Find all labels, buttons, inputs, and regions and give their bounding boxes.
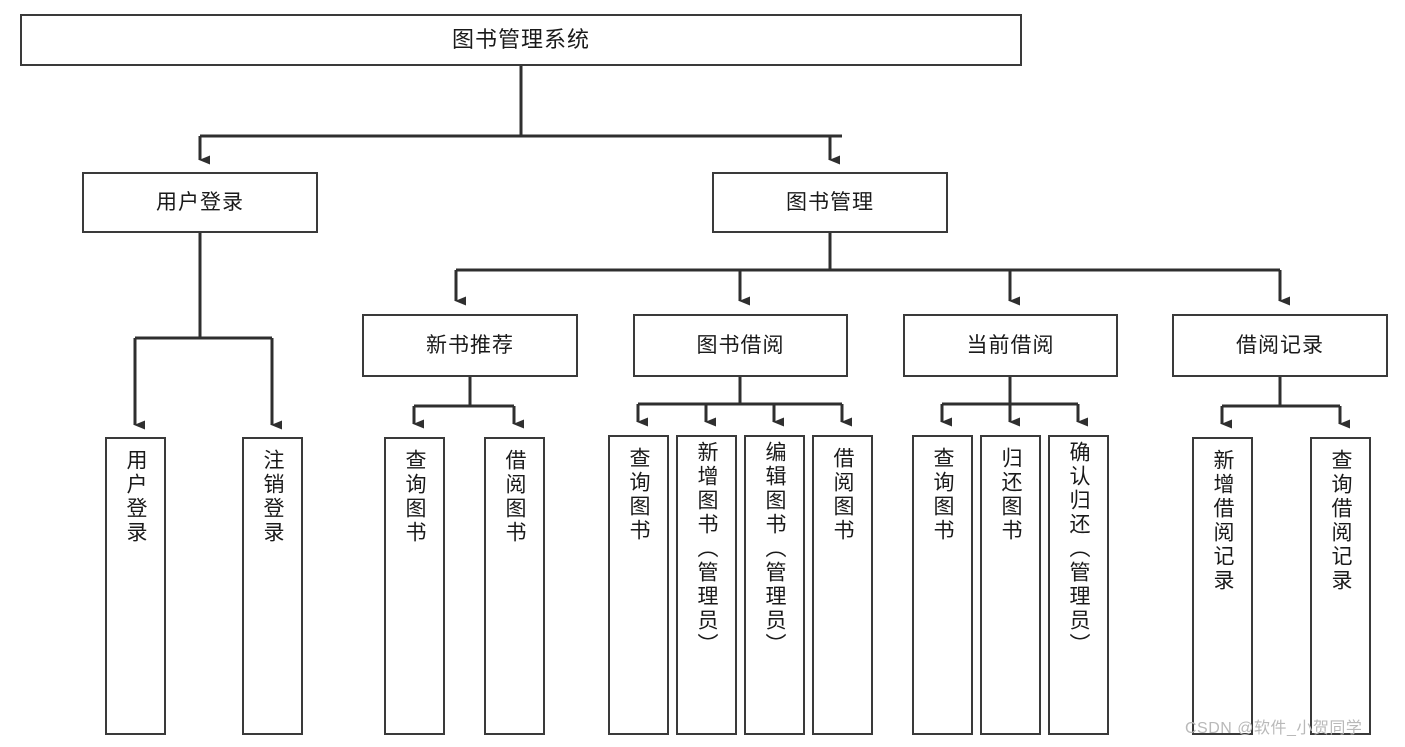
node-user-login-label: 用户登录	[156, 190, 244, 214]
leaf-query-book-3[interactable]: 查询图书	[912, 435, 973, 735]
leaf-return-book-label: 归还图书	[999, 447, 1022, 543]
leaf-add-book-label: 新增图书（管理员）	[695, 441, 718, 657]
leaf-borrow-book-1[interactable]: 借阅图书	[484, 437, 545, 735]
leaf-edit-book[interactable]: 编辑图书（管理员）	[744, 435, 805, 735]
node-borrow-record-label: 借阅记录	[1236, 333, 1324, 357]
leaf-borrow-book-2[interactable]: 借阅图书	[812, 435, 873, 735]
node-book-manage[interactable]: 图书管理	[712, 172, 948, 233]
node-root[interactable]: 图书管理系统	[20, 14, 1022, 66]
leaf-add-record-label: 新增借阅记录	[1211, 449, 1234, 593]
leaf-return-book[interactable]: 归还图书	[980, 435, 1041, 735]
leaf-logout-label: 注销登录	[261, 449, 284, 545]
leaf-query-book-1-label: 查询图书	[403, 449, 426, 545]
node-book-borrow[interactable]: 图书借阅	[633, 314, 848, 377]
node-root-label: 图书管理系统	[451, 26, 590, 52]
leaf-query-record[interactable]: 查询借阅记录	[1310, 437, 1371, 735]
leaf-confirm-return[interactable]: 确认归还（管理员）	[1048, 435, 1109, 735]
leaf-query-book-2-label: 查询图书	[627, 447, 650, 543]
node-book-borrow-label: 图书借阅	[696, 333, 785, 357]
leaf-borrow-book-2-label: 借阅图书	[831, 447, 854, 543]
node-new-book-rec[interactable]: 新书推荐	[362, 314, 578, 377]
node-current-borrow-label: 当前借阅	[966, 333, 1055, 357]
leaf-query-book-1[interactable]: 查询图书	[384, 437, 445, 735]
leaf-confirm-return-label: 确认归还（管理员）	[1067, 441, 1090, 657]
leaf-add-record[interactable]: 新增借阅记录	[1192, 437, 1253, 735]
leaf-user-login[interactable]: 用户登录	[105, 437, 166, 735]
leaf-logout[interactable]: 注销登录	[242, 437, 303, 735]
leaf-query-record-label: 查询借阅记录	[1329, 449, 1352, 593]
node-new-book-rec-label: 新书推荐	[426, 333, 514, 357]
watermark: CSDN @软件_小贺同学	[1185, 720, 1363, 737]
leaf-user-login-label: 用户登录	[124, 449, 147, 545]
leaf-edit-book-label: 编辑图书（管理员）	[763, 441, 786, 657]
leaf-query-book-2[interactable]: 查询图书	[608, 435, 669, 735]
node-user-login[interactable]: 用户登录	[82, 172, 318, 233]
node-current-borrow[interactable]: 当前借阅	[903, 314, 1118, 377]
node-borrow-record[interactable]: 借阅记录	[1172, 314, 1388, 377]
leaf-borrow-book-1-label: 借阅图书	[503, 449, 526, 545]
node-book-manage-label: 图书管理	[786, 190, 874, 214]
leaf-add-book[interactable]: 新增图书（管理员）	[676, 435, 737, 735]
leaf-query-book-3-label: 查询图书	[931, 447, 954, 543]
